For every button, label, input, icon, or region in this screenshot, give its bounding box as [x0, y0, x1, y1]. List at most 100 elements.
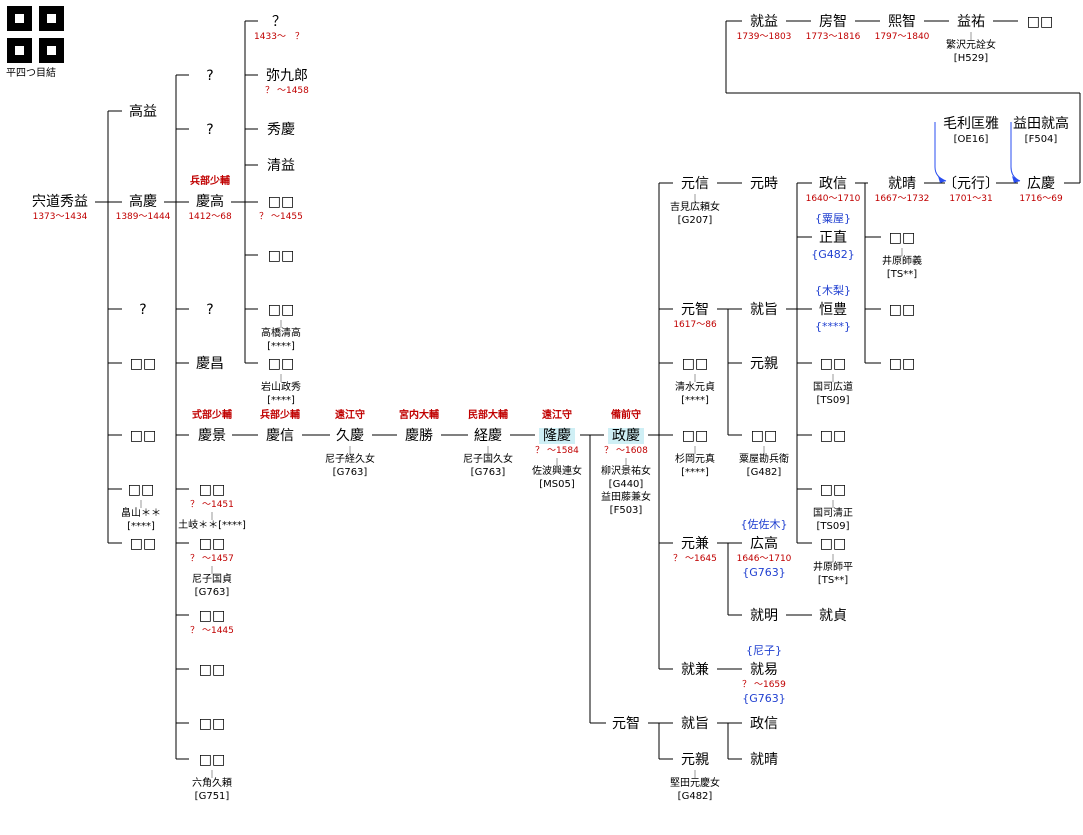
reference-code: [****]	[267, 395, 295, 406]
life-years: ？ 〜1445	[190, 626, 234, 636]
person-name: 慶高	[196, 194, 224, 210]
person-name: □□	[129, 536, 157, 552]
person-name: 就貞	[819, 608, 847, 624]
person-name: 元信	[681, 176, 709, 192]
life-years: 1797〜1840	[874, 32, 930, 42]
person-name: □□	[819, 428, 847, 444]
spouse-name: 六角久頼	[192, 778, 232, 789]
spouse-separator	[970, 32, 972, 40]
reference-code: {G482}	[811, 248, 855, 261]
life-years: 1617〜86	[673, 320, 717, 330]
life-years: ？ 〜1659	[742, 680, 786, 690]
person-name: □□	[888, 356, 916, 372]
spouse-separator	[901, 248, 903, 256]
person-name: 就明	[750, 608, 778, 624]
origin-family-label: {粟屋}	[815, 212, 851, 225]
person-name: □□	[267, 302, 295, 318]
person-name: 慶昌	[196, 356, 224, 372]
person-name: 就旨	[681, 716, 709, 732]
spouse-separator	[694, 194, 696, 202]
person-name: 益田就高	[1013, 116, 1069, 132]
person-name: □□	[267, 194, 295, 210]
life-years: 1646〜1710	[736, 554, 792, 564]
reference-code: [F503]	[609, 505, 643, 516]
spouse-name: 清水元貞	[675, 382, 715, 393]
reference-code: {****}	[815, 320, 851, 333]
person-name: □□	[888, 230, 916, 246]
court-title: 式部少輔	[192, 410, 232, 421]
crest-square	[7, 6, 32, 31]
spouse-name: 井原師平	[813, 562, 853, 573]
life-years: 1640〜1710	[805, 194, 861, 204]
spouse-name: 井原師義	[882, 256, 922, 267]
life-years: 1773〜1816	[805, 32, 861, 42]
spouse-separator	[280, 320, 282, 328]
reference-code: [G482]	[746, 467, 782, 478]
person-name: 広高	[750, 536, 778, 552]
life-years: 1433〜 ？	[254, 32, 304, 42]
person-name: 元親	[681, 752, 709, 768]
spouse-name: 杉岡元真	[675, 454, 715, 465]
reference-code: [G207]	[677, 215, 713, 226]
life-years: 1716〜69	[1019, 194, 1063, 204]
person-name: 元親	[750, 356, 778, 372]
person-name: 秀慶	[267, 122, 295, 138]
crest-square	[39, 38, 64, 63]
person-name: 毛利匡雅	[943, 116, 999, 132]
reference-code: [H529]	[953, 53, 989, 64]
spouse-separator	[694, 770, 696, 778]
reference-code: {G763}	[742, 692, 786, 705]
spouse-separator	[211, 566, 213, 574]
life-years: ？ 〜1455	[259, 212, 303, 222]
reference-code: [OE16]	[953, 134, 989, 145]
life-years: 1389〜1444	[115, 212, 171, 222]
life-years: 1412〜68	[188, 212, 232, 222]
reference-code: [****]	[681, 395, 709, 406]
person-name: 慶景	[198, 428, 226, 444]
person-name: ?	[206, 302, 214, 318]
person-name: ?	[139, 302, 147, 318]
life-years: ？ 〜1451	[190, 500, 234, 510]
reference-code: [G482]	[677, 791, 713, 802]
person-name: 熙智	[888, 14, 916, 30]
hirayotsumeyui-crest-icon	[7, 6, 64, 63]
person-name: 政信	[750, 716, 778, 732]
spouse-separator	[832, 500, 834, 508]
spouse-separator	[832, 374, 834, 382]
person-name: 就旨	[750, 302, 778, 318]
reference-code: [TS09]	[816, 395, 850, 406]
origin-family-label: {木梨}	[815, 284, 851, 297]
life-years: ？ 〜1645	[673, 554, 717, 564]
person-name: □□	[198, 536, 226, 552]
arrow-head-icon	[1012, 176, 1020, 183]
life-years: ？ 〜1458	[265, 86, 309, 96]
arrow-head-icon	[938, 176, 946, 183]
spouse-name: 繁沢元詮女	[946, 40, 996, 51]
person-name: 恒豊	[819, 302, 847, 318]
person-name: □□	[1026, 14, 1054, 30]
life-years: 1373〜1434	[32, 212, 88, 222]
reference-code: [****]	[267, 341, 295, 352]
person-name: 慶信	[266, 428, 294, 444]
reference-code: [G763]	[194, 587, 230, 598]
reference-code: [****]	[127, 521, 155, 532]
spouse-name: 尼子国貞	[192, 574, 232, 585]
person-name: □□	[198, 716, 226, 732]
life-years: ？ 〜1457	[190, 554, 234, 564]
reference-code: [G751]	[194, 791, 230, 802]
spouse-name: 粟屋勘兵衛	[739, 454, 789, 465]
life-years: ？ 〜1608	[604, 446, 648, 456]
person-name: 元時	[750, 176, 778, 192]
person-name: □□	[198, 752, 226, 768]
life-years: 1701〜31	[949, 194, 993, 204]
reference-code: [G763]	[332, 467, 368, 478]
spouse-name: 土岐＊＊[****]	[178, 520, 246, 531]
reference-code: [****]	[681, 467, 709, 478]
person-name: 房智	[819, 14, 847, 30]
spouse-separator	[280, 374, 282, 382]
spouse-separator	[211, 770, 213, 778]
spouse-separator	[694, 374, 696, 382]
person-name: □□	[267, 248, 295, 264]
spouse-name: 佐波興連女	[532, 466, 582, 477]
